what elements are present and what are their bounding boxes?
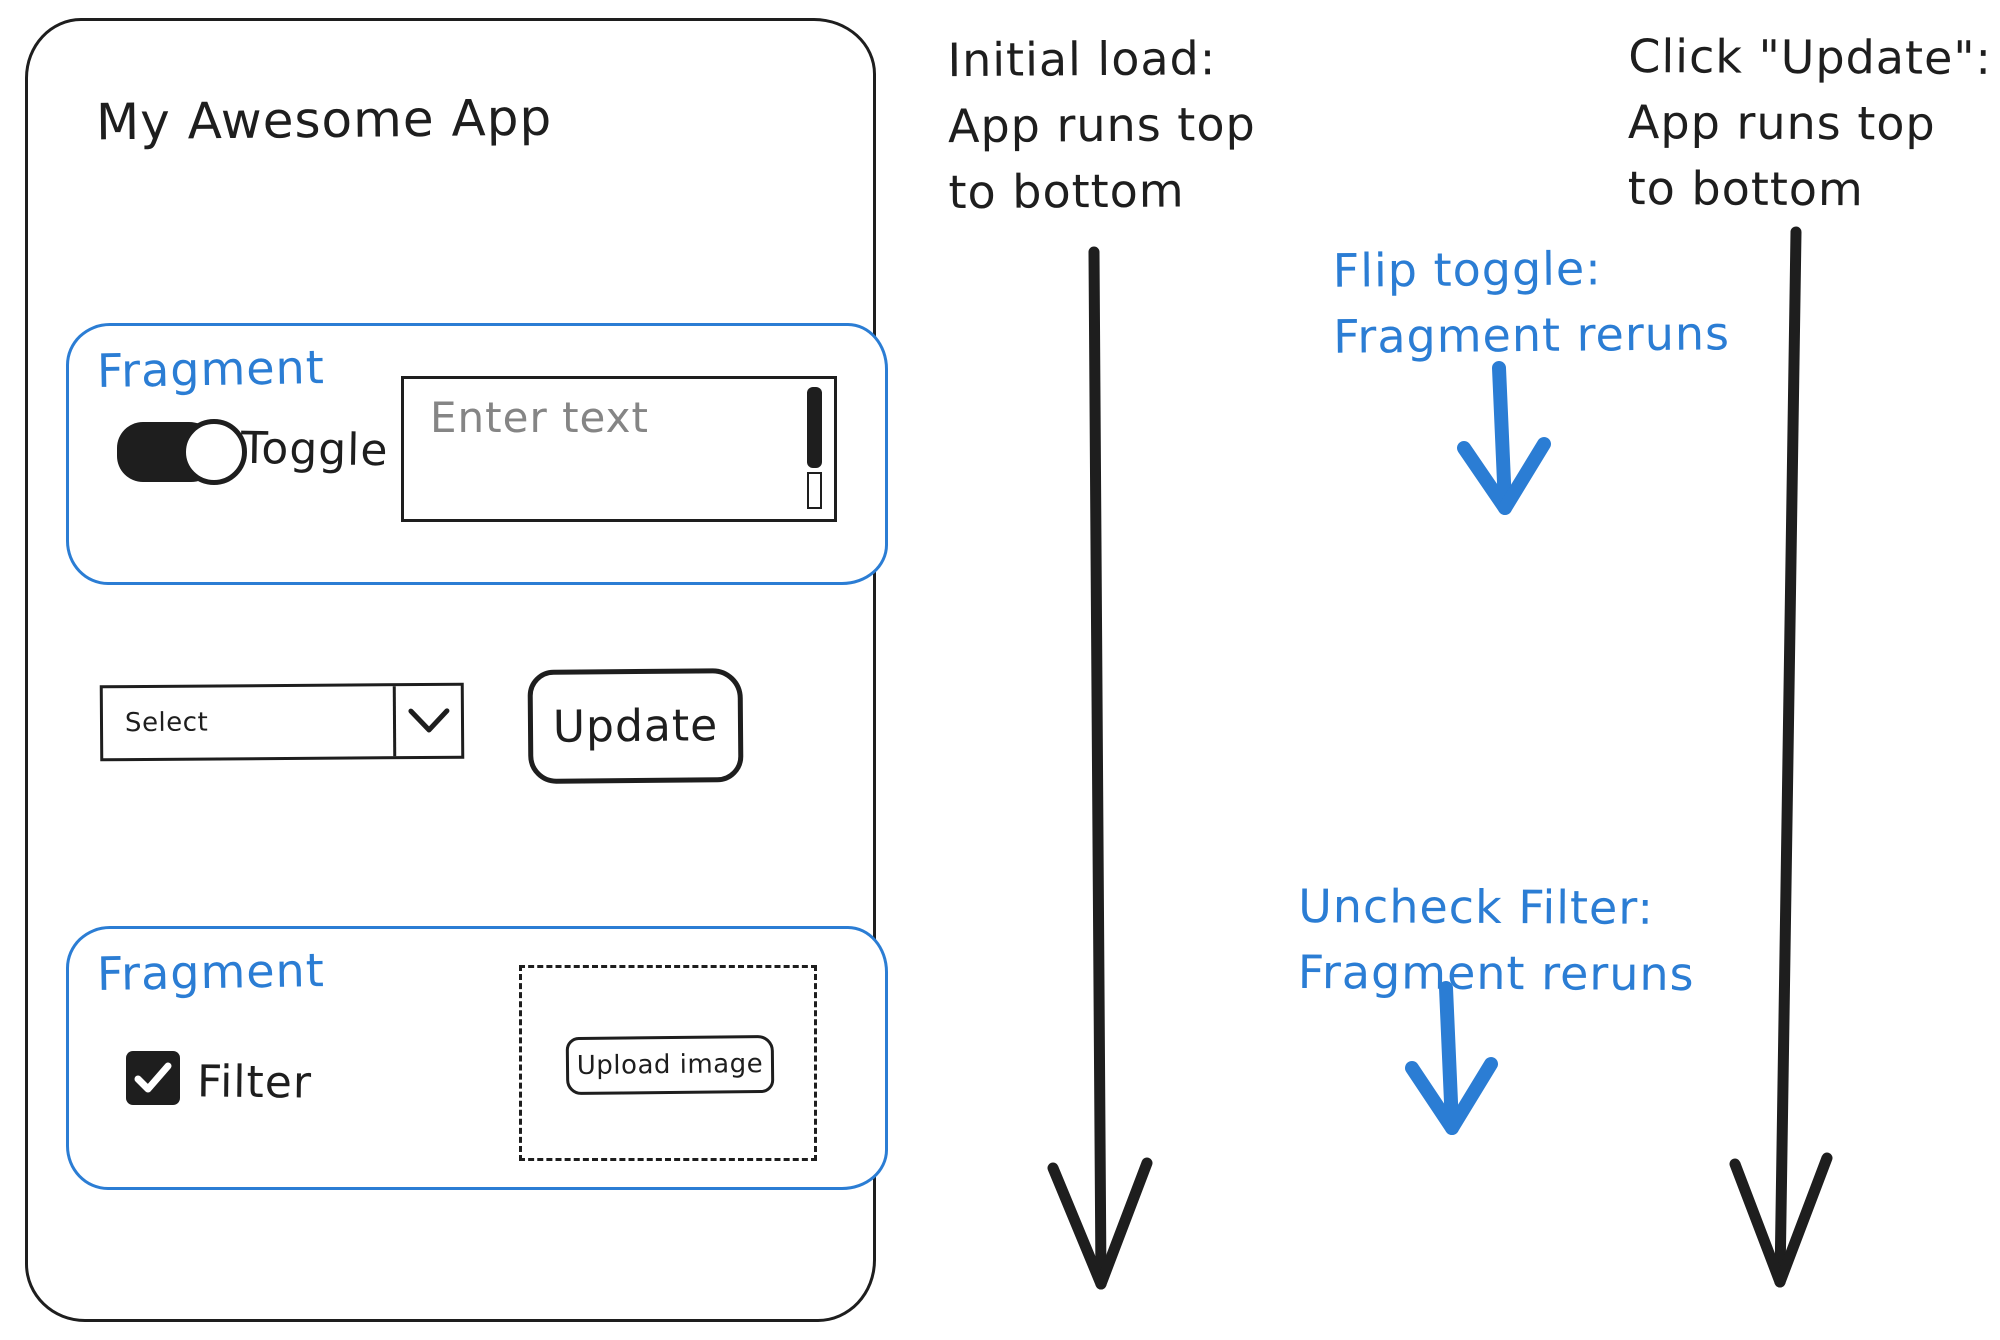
upload-image-button[interactable]: Upload image xyxy=(565,1034,775,1096)
update-button[interactable]: Update xyxy=(527,668,744,784)
uncheck-filter-arrow xyxy=(1405,981,1498,1135)
fragment-2-label: Fragment xyxy=(96,943,326,1001)
app-title: My Awesome App xyxy=(95,88,553,152)
toggle-knob[interactable] xyxy=(181,419,247,485)
note-flip-toggle: Flip toggle: Fragment reruns xyxy=(1332,241,1731,364)
app-window: My Awesome App Fragment Toggle Enter tex… xyxy=(25,18,888,1322)
upload-image-label: Upload image xyxy=(576,1049,764,1081)
fragment-1-box: Fragment Toggle Enter text xyxy=(66,323,888,585)
text-input[interactable]: Enter text xyxy=(401,376,837,522)
scrollbar-thumb[interactable] xyxy=(807,387,822,468)
text-input-placeholder: Enter text xyxy=(430,393,649,442)
note-initial-load: Initial load: App runs top to bottom xyxy=(947,31,1256,220)
note-uncheck-filter: Uncheck Filter: Fragment reruns xyxy=(1297,878,1695,1002)
chevron-down-icon xyxy=(407,708,449,733)
toggle-switch[interactable] xyxy=(117,419,247,485)
checkmark-icon xyxy=(134,1062,172,1093)
click-update-arrow xyxy=(1729,226,1833,1288)
fragment-1-label: Fragment xyxy=(96,340,326,398)
filter-checkbox[interactable] xyxy=(126,1051,180,1105)
textarea-scrollbar[interactable] xyxy=(807,387,822,509)
update-button-label: Update xyxy=(552,699,719,753)
toggle-label: Toggle xyxy=(240,422,389,477)
select-dropdown[interactable]: Select xyxy=(99,682,465,762)
filter-checkbox-label: Filter xyxy=(196,1056,313,1109)
image-dropzone: Upload image xyxy=(519,965,817,1161)
flip-toggle-arrow xyxy=(1457,361,1551,515)
fragment-2-box: Fragment Filter Upload image xyxy=(66,926,888,1190)
select-value: Select xyxy=(124,707,209,739)
select-chevron-cell[interactable] xyxy=(392,685,462,757)
scrollbar-track xyxy=(807,472,822,509)
note-click-update: Click "Update": App runs top to bottom xyxy=(1627,29,1993,217)
initial-load-arrow xyxy=(1047,246,1153,1290)
